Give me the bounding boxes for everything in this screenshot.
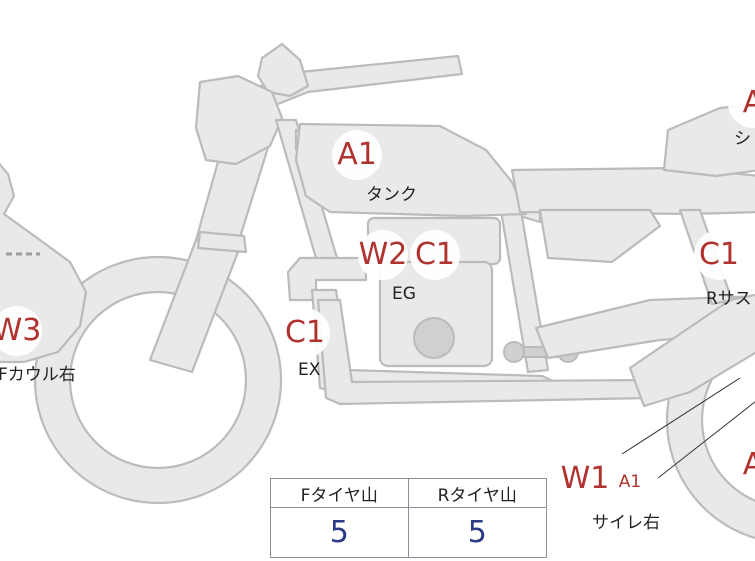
swingarm xyxy=(534,295,755,360)
front-cowl-label: Fカウル右 xyxy=(0,365,76,385)
front-cowl-damage-code: W3 xyxy=(0,306,42,356)
seat-label: シ xyxy=(734,129,751,149)
tank-label: タンク xyxy=(366,185,417,205)
silencer-label: サイレ右 xyxy=(592,513,660,533)
silencer-damage-code-w: W1 xyxy=(560,454,610,504)
rear-cowl xyxy=(662,103,755,178)
engine-damage-code-w: W2 xyxy=(358,230,408,280)
front-tire-tread-header: Fタイヤ山 xyxy=(271,479,409,508)
rear-wheel xyxy=(665,300,755,540)
silencer-leader-line-2 xyxy=(657,401,755,479)
rear-tire-tread-value: 5 xyxy=(467,515,487,550)
engine-label: EG xyxy=(392,284,416,304)
rear-tire-tread-header: Rタイヤ山 xyxy=(408,479,546,508)
tank-damage-code: A1 xyxy=(332,130,382,180)
side-cover xyxy=(538,208,662,264)
silencer-leader-line xyxy=(621,377,741,455)
tire-tread-table: Fタイヤ山 Rタイヤ山 5 5 xyxy=(270,478,547,558)
exhaust-label: EX xyxy=(298,360,321,380)
rear-suspension-label: Rサス xyxy=(706,289,752,309)
engine-damage-code-c: C1 xyxy=(410,230,460,280)
handlebar xyxy=(253,42,464,110)
front-wheel xyxy=(33,255,283,505)
headlight xyxy=(194,74,284,166)
exhaust-damage-code: C1 xyxy=(280,308,330,358)
rear-suspension-damage-code: C1 xyxy=(694,230,744,280)
silencer-damage-code-a: A1 xyxy=(614,466,646,498)
front-tire-tread-value: 5 xyxy=(271,508,409,557)
